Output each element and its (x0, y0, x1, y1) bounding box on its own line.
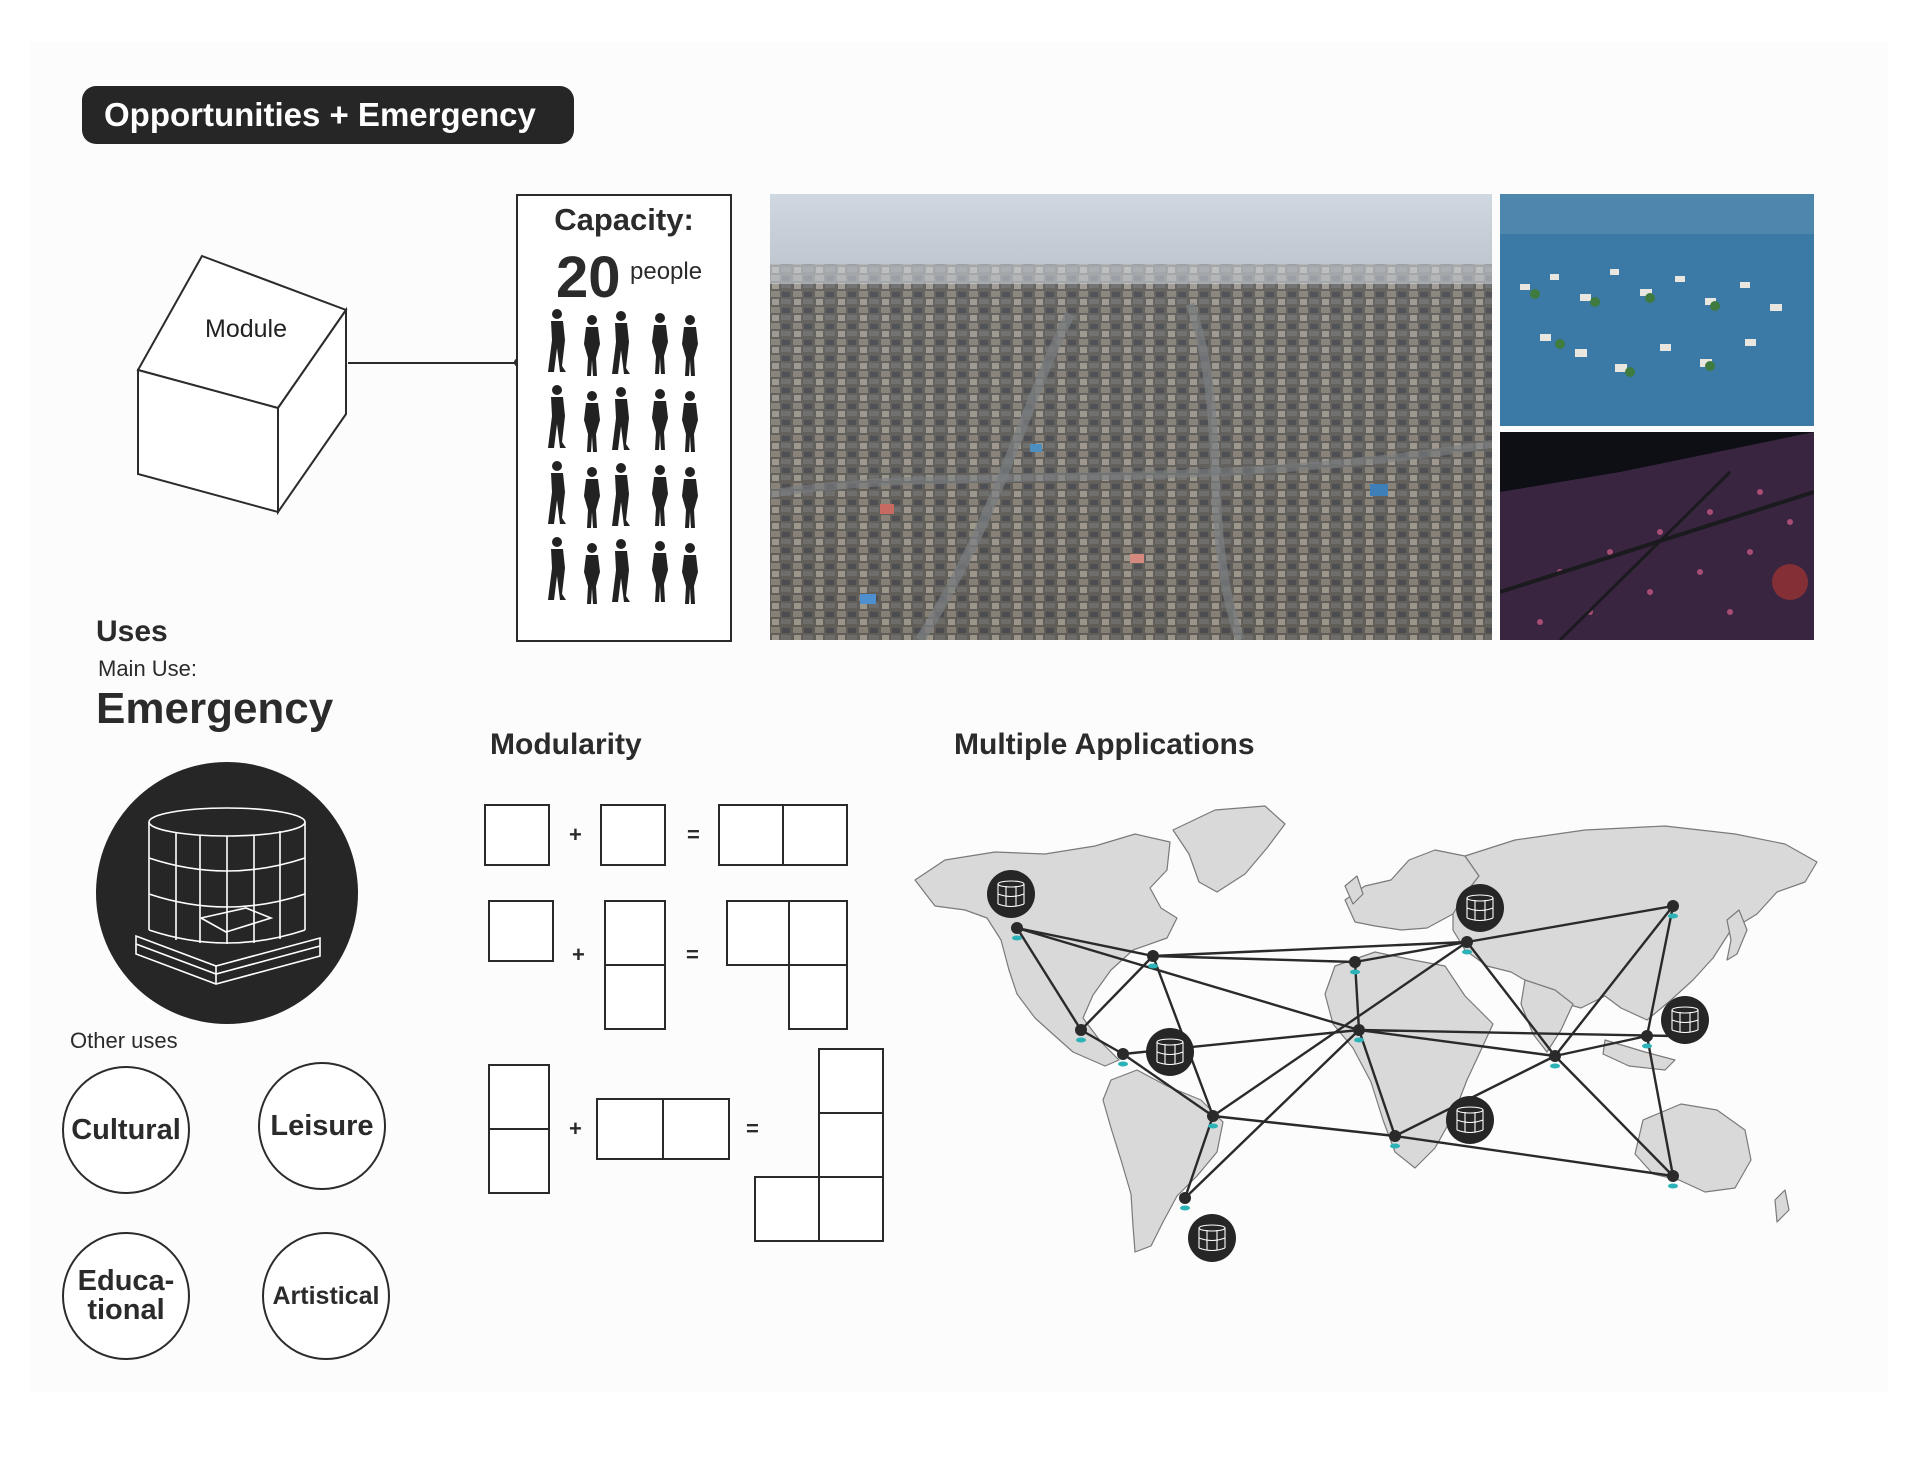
capacity-title: Capacity: (554, 202, 694, 237)
equals-sign: = (686, 942, 699, 967)
person-silhouette-icon (548, 385, 698, 452)
capacity-unit: people (630, 258, 703, 285)
person-silhouette-icon (548, 309, 698, 376)
module-cube-drawing (136, 254, 348, 516)
module-unit (754, 1176, 820, 1242)
other-uses-label: Other uses (70, 1028, 178, 1053)
modularity-heading: Modularity (490, 728, 642, 761)
page-title: Opportunities + Emergency (82, 86, 574, 144)
module-unit (818, 1112, 884, 1178)
use-artistical-label: Artistical (272, 1281, 380, 1310)
equals-sign: = (746, 1116, 759, 1141)
main-use-value: Emergency (96, 684, 334, 733)
equals-sign: = (687, 822, 700, 847)
world-map-icon (914, 805, 1818, 1263)
use-leisure-label: Leisure (270, 1109, 374, 1142)
location-pin-icon (1011, 900, 1679, 1211)
module-unit (782, 804, 848, 866)
plus-sign: + (569, 822, 582, 847)
main-use-label: Main Use: (98, 656, 198, 681)
use-artistical: Artistical (262, 1232, 390, 1360)
use-cultural-label: Cultural (71, 1113, 181, 1146)
module-unit (604, 900, 666, 966)
use-educational-label: Educa- tional (77, 1265, 175, 1326)
use-leisure: Leisure (258, 1062, 386, 1190)
uses-heading: Uses (96, 615, 168, 648)
floating-houses-on-lake-photo (1500, 194, 1814, 426)
module-unit (484, 804, 550, 866)
module-unit (818, 1176, 884, 1242)
plus-sign: + (569, 1116, 582, 1141)
connector-line (348, 362, 518, 364)
aerial-floating-settlement-photo (770, 194, 1492, 640)
capacity-number: 20 (556, 245, 621, 310)
use-educational: Educa- tional (62, 1232, 190, 1360)
module-unit (596, 1098, 664, 1160)
person-silhouette-icon (548, 461, 698, 528)
plus-sign: + (572, 942, 585, 967)
module-unit (718, 804, 784, 866)
module-unit (488, 1128, 550, 1194)
use-cultural: Cultural (62, 1066, 190, 1194)
module-unit (488, 900, 554, 962)
emergency-circle (96, 762, 358, 1024)
capacity-box: Capacity: 20 people (516, 194, 732, 642)
module-unit (488, 1064, 550, 1130)
module-unit (662, 1098, 730, 1160)
module-unit (788, 964, 848, 1030)
night-city-aerial-photo (1500, 432, 1814, 640)
module-unit (600, 804, 666, 866)
module-label: Module (205, 315, 287, 343)
person-silhouette-icon (548, 537, 698, 604)
module-unit (604, 964, 666, 1030)
people-grid (548, 309, 698, 604)
applications-heading: Multiple Applications (954, 728, 1255, 761)
module-unit (726, 900, 790, 966)
module-unit (818, 1048, 884, 1114)
module-unit (788, 900, 848, 966)
module-cube-icon (135, 807, 321, 985)
